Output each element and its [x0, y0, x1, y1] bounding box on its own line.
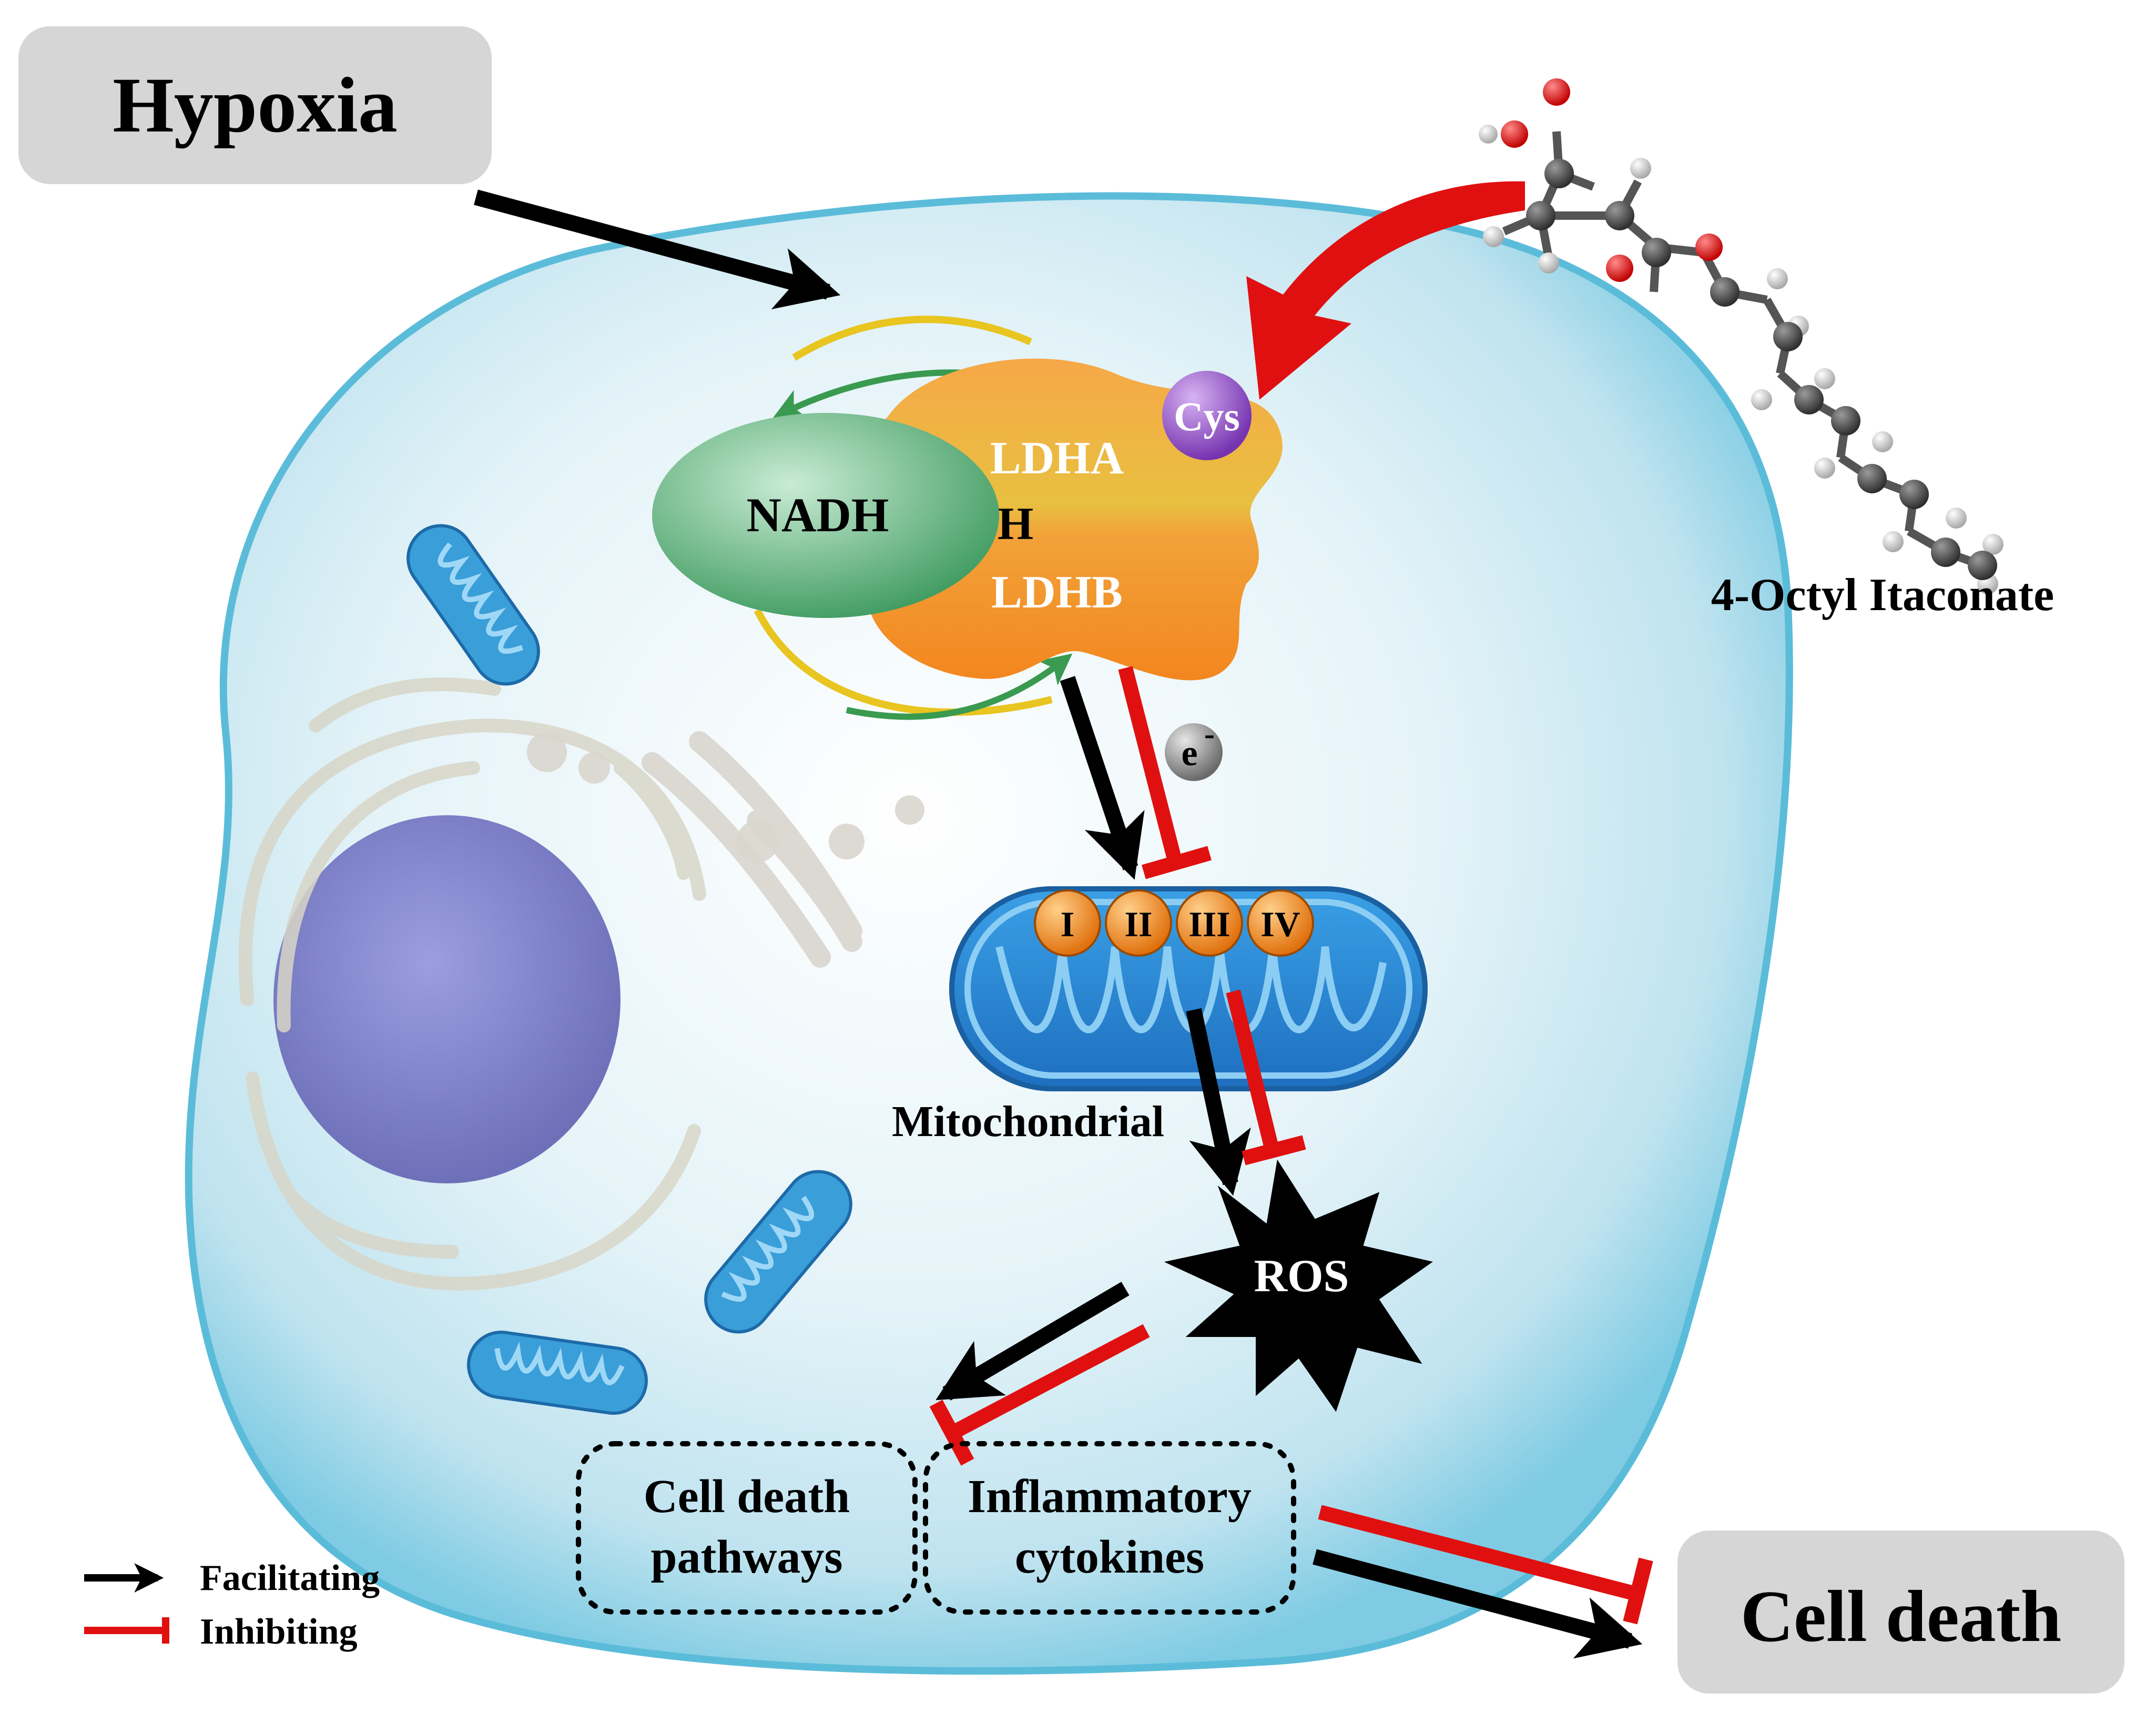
octyl-itaconate-binding-arrow [1246, 181, 1525, 400]
mito-to-ros-inhibit-line [1226, 989, 1280, 1154]
electron [1165, 723, 1223, 781]
nadh-label: NADH [747, 488, 889, 542]
ros-to-pathways-inhibit-bar [929, 1400, 974, 1466]
ros-to-pathways-facilitate-arrow [935, 1282, 1130, 1401]
hypoxia-box: Hypoxia [18, 26, 492, 184]
cycle-arrow-yellow-bottom [754, 608, 1053, 716]
ldh-to-mito-inhibit-bar [1142, 846, 1212, 879]
inflammatory-cytokines-line1: Inflammatory [968, 1471, 1252, 1523]
mitochondrion-small-1 [406, 524, 540, 686]
ldh-to-mito-inhibit-line [1118, 666, 1183, 865]
electron-symbol: e [1181, 733, 1197, 774]
cell-death-pathways-line1: Cell death [644, 1471, 850, 1523]
cell-death-box: Cell death [1677, 1531, 2124, 1694]
cys-label: Cys [1174, 393, 1240, 439]
legend-facilitating-label: Facilitating [200, 1558, 380, 1598]
ros-starburst [1164, 1159, 1433, 1412]
endoplasmic-reticulum [238, 677, 706, 1291]
ldhb-label: LDHB [991, 567, 1122, 618]
mitochondrion-small-2 [704, 1170, 852, 1334]
cell-death-label: Cell death [1741, 1576, 2062, 1657]
pathways-to-death-facilitate-arrow [1313, 1549, 1643, 1659]
ldha-label: LDHA [990, 433, 1124, 484]
mitochondrial-label: Mitochondrial [892, 1097, 1164, 1146]
cell-death-pathways-line2: pathways [650, 1531, 842, 1583]
hypoxia-arrow [474, 189, 841, 310]
legend: Facilitating Inhibiting [84, 1558, 380, 1652]
ldh-to-mito-facilitate-arrow [1060, 676, 1145, 880]
mito-to-ros-facilitate-arrow [1186, 1008, 1251, 1196]
pathways-to-death-inhibit-line [1318, 1505, 1638, 1601]
mito-to-ros-inhibit-bar [1242, 1135, 1306, 1166]
nucleus [273, 815, 621, 1183]
octyl-itaconate-molecule: 4-Octyl Itaconate [1479, 78, 2054, 621]
molecule-name: 4-Octyl Itaconate [1711, 570, 2054, 621]
complex-III: III [1176, 889, 1243, 957]
inflammatory-cytokines-box: Inflammatory cytokines [923, 1441, 1296, 1615]
cycle-arrow-green-bottom [846, 653, 1073, 720]
complex-IV: IV [1247, 889, 1314, 957]
ros-to-pathways-inhibit-line [948, 1324, 1150, 1440]
legend-inhibiting-label: Inhibiting [200, 1612, 358, 1652]
svg-text:I: I [1061, 904, 1074, 944]
complex-I: I [1034, 889, 1101, 957]
complex-II: II [1105, 889, 1172, 957]
ros-label: ROS [1254, 1251, 1349, 1302]
mitochondrion-small-3 [467, 1330, 648, 1415]
cys-residue [1162, 371, 1252, 460]
pathways-to-death-inhibit-bar [1623, 1557, 1653, 1625]
vesicles [527, 732, 924, 863]
svg-text:II: II [1125, 904, 1153, 944]
svg-text:IV: IV [1260, 904, 1300, 944]
hypoxia-label: Hypoxia [113, 62, 398, 149]
nadh-molecule [652, 413, 999, 618]
svg-text:III: III [1188, 904, 1230, 944]
electron-charge: - [1204, 716, 1215, 751]
inflammatory-cytokines-line2: cytokines [1015, 1531, 1204, 1583]
cycle-arrow-yellow-top [792, 316, 1032, 361]
cell-death-pathways-box: Cell death pathways [576, 1441, 918, 1615]
